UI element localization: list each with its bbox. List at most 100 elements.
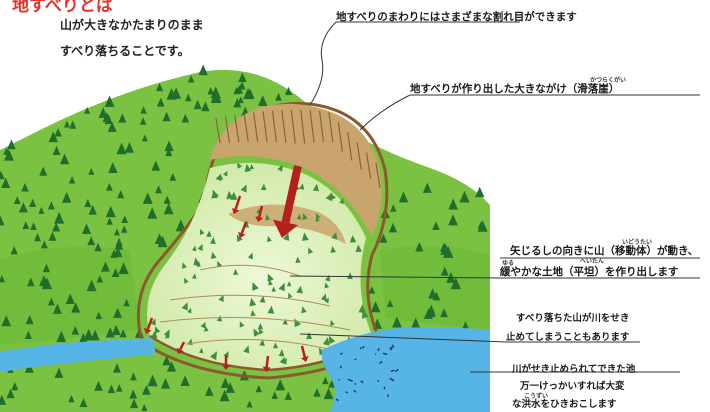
label-flood-1: 万一けっかいすれば大変: [520, 381, 625, 392]
tree: [282, 232, 290, 241]
tree: [157, 235, 168, 248]
debris-log: [377, 347, 380, 352]
tree: [56, 330, 67, 343]
intro-line-2: すべり落ちることです。: [60, 44, 190, 58]
leader-line: [299, 333, 507, 343]
ruby-flat: へいたん: [580, 258, 605, 265]
tree: [339, 198, 344, 205]
tree: [88, 167, 95, 175]
debris-log: [389, 347, 392, 351]
tree: [87, 236, 96, 246]
tree: [90, 329, 100, 341]
tree: [119, 146, 127, 155]
scarp-line: [215, 117, 221, 144]
tree: [240, 184, 247, 193]
tree: [216, 315, 223, 322]
tree: [165, 333, 170, 339]
scarp-line: [300, 109, 306, 144]
tree: [156, 97, 165, 107]
tree: [107, 121, 117, 132]
tree: [163, 202, 174, 215]
tree: [257, 323, 264, 330]
movement-arrowhead: [255, 216, 264, 222]
tree: [102, 112, 112, 123]
tree: [113, 307, 123, 318]
label-river-block-2: 止めてしまうこともあります: [506, 332, 630, 343]
ruby-moving-body: いどうたい: [622, 239, 653, 246]
tree: [68, 176, 76, 184]
tree: [54, 211, 65, 224]
tree: [218, 294, 224, 303]
tree: [284, 86, 293, 95]
tree: [71, 302, 81, 313]
scarp-cracks: [215, 109, 381, 189]
tree: [200, 321, 206, 329]
tree: [47, 297, 55, 306]
tree: [52, 145, 61, 155]
tree: [18, 202, 28, 213]
tree: [141, 134, 148, 142]
tree: [182, 262, 187, 269]
diagram-title: 地すべりとは: [12, 0, 113, 16]
tree: [329, 335, 336, 345]
tree: [96, 275, 104, 283]
scarp-line: [356, 142, 362, 170]
tree: [398, 191, 409, 203]
leader-lines: [289, 21, 700, 373]
tree: [422, 182, 432, 193]
movement-arrow: [265, 355, 270, 368]
scarp-line: [318, 110, 325, 143]
debris-log: [390, 369, 395, 373]
tree: [101, 261, 110, 272]
scarp-line: [328, 112, 334, 143]
ruby-scarp: かつらくがい: [590, 77, 627, 84]
movement-arrowhead: [238, 231, 246, 238]
tree: [247, 252, 254, 260]
tree: [347, 272, 353, 280]
leader-line: [289, 275, 501, 279]
landslide-outer-rim: [136, 102, 389, 380]
tree: [349, 234, 357, 243]
tree: [225, 382, 235, 393]
tree: [163, 195, 171, 204]
tree: [121, 215, 129, 223]
tree: [6, 388, 15, 399]
scarp-line: [290, 109, 296, 144]
debris-log: [391, 344, 395, 348]
tree: [175, 219, 186, 232]
leader-line: [359, 94, 411, 131]
tree: [459, 190, 470, 203]
debris-log: [390, 346, 393, 350]
tree: [330, 246, 337, 253]
scarp-line: [365, 152, 372, 179]
movement-arrowhead: [144, 327, 152, 334]
tree: [302, 213, 308, 221]
tree: [267, 273, 274, 282]
tree: [156, 82, 164, 92]
tree: [29, 198, 37, 207]
scarp-line: [234, 115, 240, 143]
tree: [187, 74, 195, 83]
tree: [47, 201, 55, 210]
tree: [162, 111, 171, 122]
debris-log: [359, 346, 362, 350]
debris-log: [339, 365, 343, 369]
scarp-line: [253, 112, 259, 142]
tree: [108, 162, 118, 174]
tree: [166, 360, 177, 372]
tree: [113, 246, 123, 258]
tree: [65, 293, 75, 305]
tree: [279, 356, 286, 365]
tree: [440, 266, 449, 276]
mountain-shade-right: [380, 246, 490, 330]
tree: [191, 245, 197, 252]
tree: [84, 198, 92, 208]
tree: [95, 311, 102, 320]
debris-log: [382, 352, 388, 355]
ridge-line: [185, 339, 341, 353]
movement-arrowhead: [176, 347, 184, 354]
tree: [193, 257, 200, 266]
debris-log: [361, 345, 365, 349]
